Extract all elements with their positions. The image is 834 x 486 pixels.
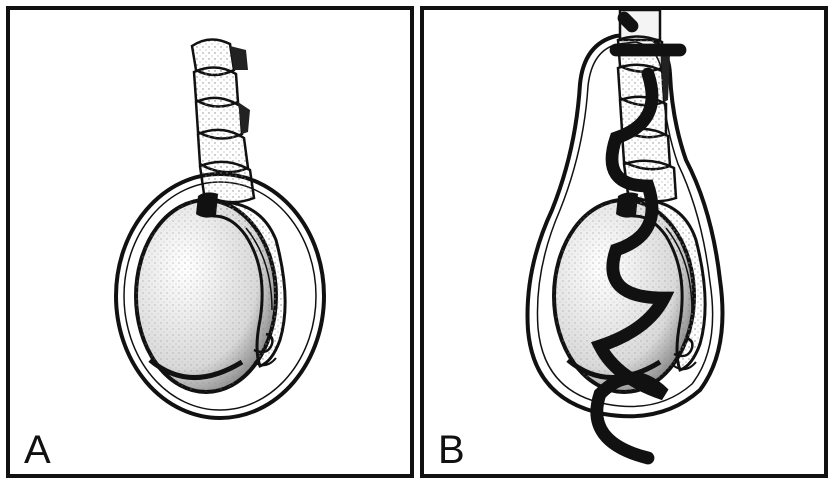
panel-a-label: A <box>24 430 51 470</box>
artist-signature <box>424 10 824 474</box>
panel-b: B <box>420 6 828 478</box>
spermatic-cord <box>192 39 254 202</box>
panel-a-drawing <box>10 10 410 474</box>
panel-a: A <box>6 6 414 478</box>
